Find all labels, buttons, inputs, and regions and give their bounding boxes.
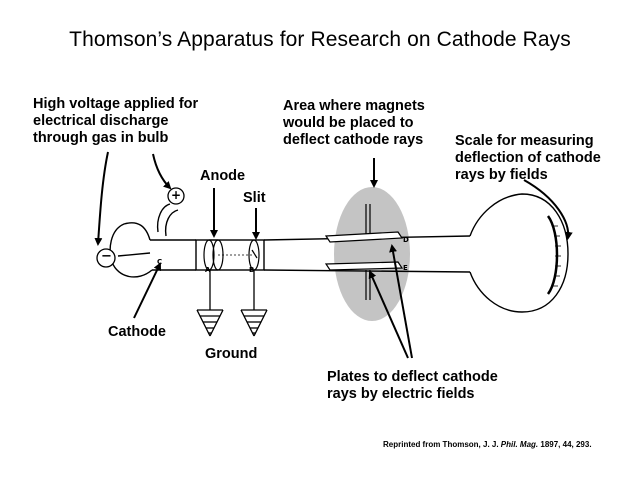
- tube-outline: [109, 193, 569, 313]
- plates-label: Plates to deflect cathode rays by electr…: [327, 369, 498, 402]
- ground-connections: [196, 270, 268, 337]
- arrow-to-plate-d: [368, 270, 409, 359]
- high-voltage-label: High voltage applied for electrical disc…: [33, 96, 199, 146]
- deflection-plates: [324, 204, 404, 300]
- diagram-title: Thomson’s Apparatus for Research on Cath…: [69, 28, 571, 51]
- arrow-to-minus: [94, 151, 109, 246]
- plus-terminal-circle: [167, 187, 185, 205]
- arrow-to-cathode: [133, 262, 162, 319]
- reprint-credit: Reprinted from Thomson, J. J. Phil. Mag.…: [383, 440, 592, 449]
- magnets-area-label: Area where magnets would be placed to de…: [283, 98, 425, 148]
- slit-label: Slit: [243, 190, 266, 206]
- letter-a: A: [205, 266, 211, 274]
- minus-terminal-circle: [96, 248, 116, 268]
- minus-sign: −: [101, 249, 112, 264]
- anode-label: Anode: [200, 168, 246, 184]
- scale-label: Scale for measuring deflection of cathod…: [455, 133, 601, 183]
- letter-e: E: [403, 264, 408, 272]
- letter-c: C: [157, 258, 163, 266]
- plus-sign: +: [171, 188, 182, 202]
- magnet-area-ellipse: [334, 187, 410, 321]
- arrow-to-scale: [523, 179, 573, 240]
- cathode-label: Cathode: [108, 324, 166, 340]
- ground-label: Ground: [205, 346, 258, 362]
- letter-d: D: [403, 236, 409, 244]
- scale-ticks: [552, 225, 561, 287]
- letter-b: B: [249, 266, 255, 274]
- arrow-to-plus: [152, 153, 172, 190]
- arrow-to-plate-e: [389, 244, 413, 359]
- annotation-arrows: [94, 151, 573, 359]
